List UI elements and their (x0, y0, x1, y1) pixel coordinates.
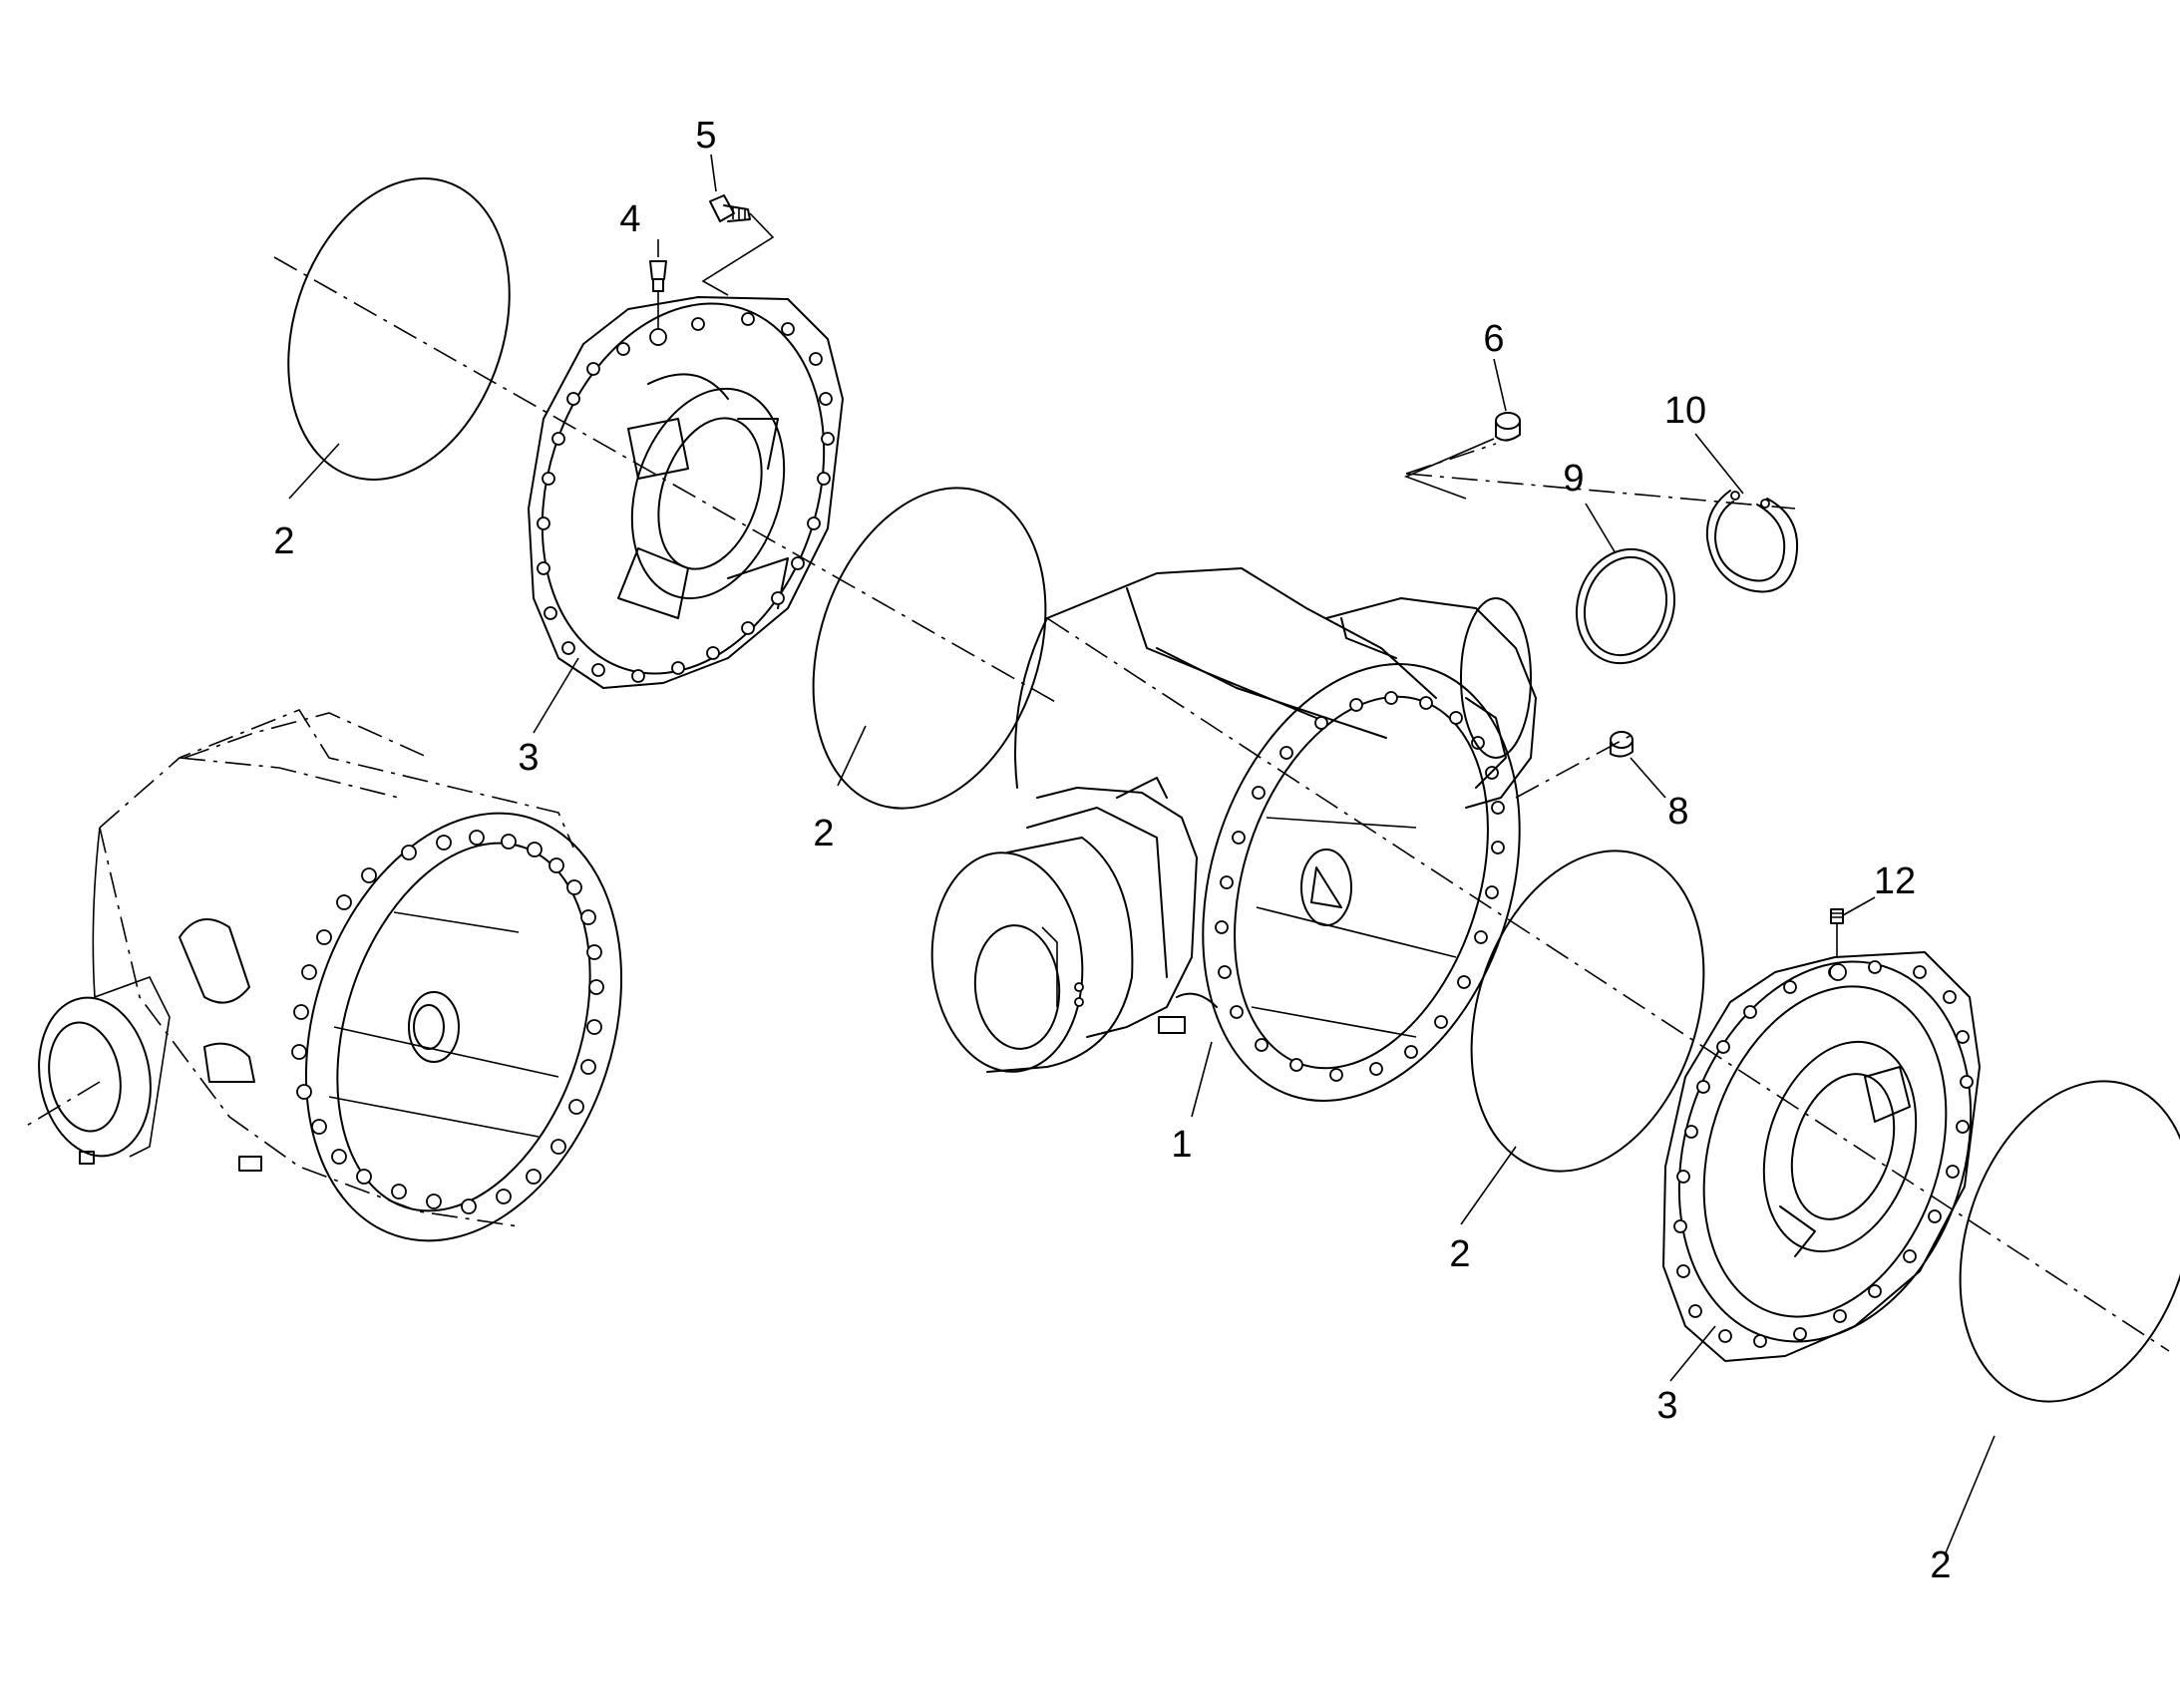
callout-2: 2 (1930, 1544, 1951, 1586)
callout-9: 9 (1563, 458, 1584, 500)
o-ring-2d (1959, 1080, 2180, 1403)
plug-8 (1610, 731, 1634, 758)
end-cover-3a (528, 296, 844, 689)
axle-housing-1 (930, 567, 1537, 1102)
callout-12: 12 (1874, 860, 1916, 902)
callout-5: 5 (695, 115, 716, 157)
callout-4: 4 (619, 198, 640, 240)
leader-lines (288, 154, 1996, 1556)
o-ring-2a (287, 177, 511, 481)
plug-6 (1403, 412, 1521, 500)
callout-labels: 2 2 2 2 3 3 1 4 5 6 8 9 10 12 (273, 115, 1951, 1586)
callout-1: 1 (1171, 1124, 1192, 1166)
reference-axle-housing (38, 709, 623, 1242)
end-cover-3b (1662, 951, 1981, 1362)
flange-holes (537, 312, 835, 683)
snap-ring-10 (1705, 490, 1799, 593)
center-lines (24, 256, 2170, 1352)
flange-holes (1215, 691, 1505, 1082)
plug-12 (1830, 908, 1844, 957)
callout-8: 8 (1667, 791, 1688, 833)
o-ring-2c (1470, 850, 1705, 1173)
callout-3: 3 (1656, 1385, 1677, 1427)
callout-3: 3 (518, 737, 539, 779)
callout-2: 2 (813, 813, 834, 854)
callout-10: 10 (1664, 390, 1706, 432)
bolt-5 (701, 194, 775, 296)
o-ring-2b (812, 487, 1047, 810)
flange-holes (291, 830, 604, 1214)
callout-2: 2 (273, 520, 294, 562)
seal-ring-9 (1575, 547, 1676, 665)
callout-2: 2 (1449, 1233, 1470, 1275)
grease-nipple-4 (649, 260, 667, 329)
callout-6: 6 (1483, 318, 1504, 360)
